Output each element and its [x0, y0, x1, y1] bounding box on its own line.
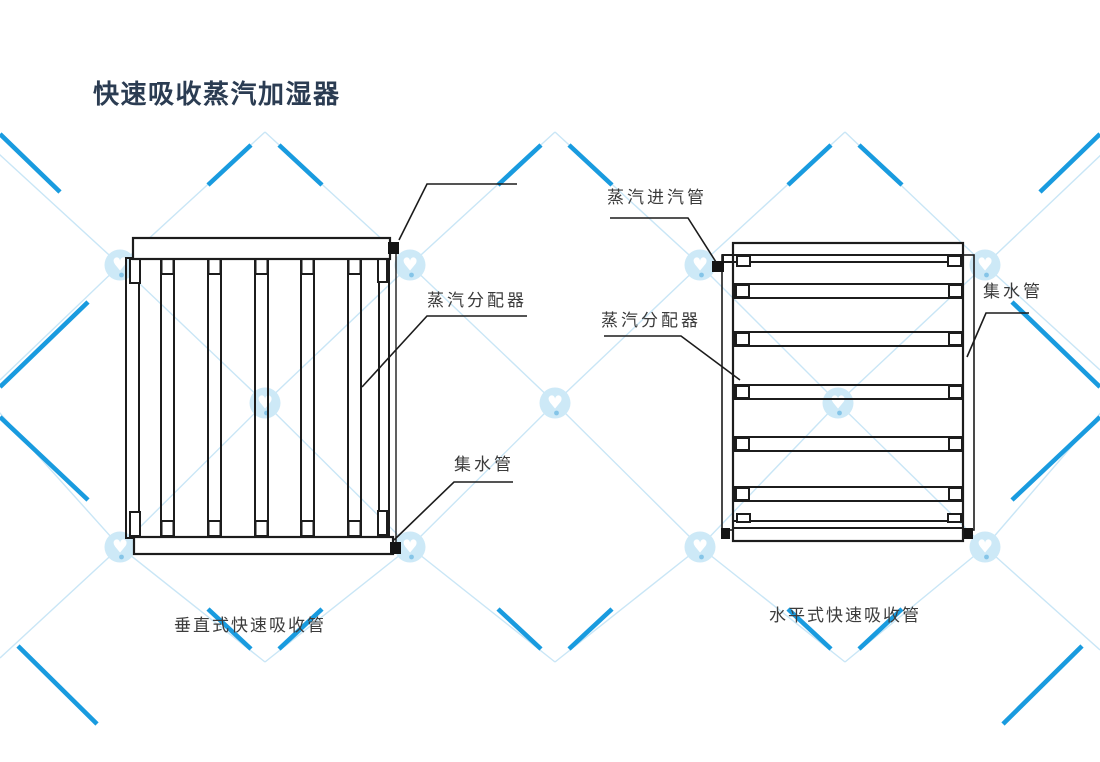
right-collector-pipe: [962, 254, 975, 531]
left-drain-connector: [721, 528, 730, 539]
watermark-logos: [104, 249, 1001, 563]
vertical-absorber-diagram: [125, 183, 527, 556]
steam-inlet-connector: [712, 261, 724, 272]
right-diagram-caption: 水平式快速吸收管: [769, 606, 921, 626]
leader-distributor: [604, 335, 741, 381]
leader-lines: [361, 183, 527, 541]
page-title: 快速吸收蒸汽加湿器: [93, 80, 341, 110]
tube-collars: [735, 255, 963, 523]
right-label-steam-distributor: 蒸汽分配器: [601, 311, 701, 331]
top-steam-header: [131, 236, 392, 261]
tube-collars: [129, 257, 388, 537]
leader-inlet: [610, 217, 717, 263]
leader-lines: [604, 217, 1029, 381]
left-label-water-collector: 集水管: [454, 455, 514, 475]
right-label-water-collector: 集水管: [983, 282, 1043, 302]
horizontal-absorber-diagram: [604, 217, 1029, 543]
right-drain-connector: [964, 528, 973, 539]
leader-distributor: [361, 315, 527, 388]
watermark-pattern: [0, 131, 1100, 726]
bottom-collector-header: [132, 535, 395, 556]
left-diagram-caption: 垂直式快速吸收管: [174, 616, 326, 636]
leader-top-unlabeled: [398, 183, 517, 241]
watermark-accent-lines: [0, 132, 1100, 726]
right-label-steam-inlet: 蒸汽进汽管: [607, 188, 707, 208]
left-label-steam-distributor: 蒸汽分配器: [427, 291, 527, 311]
drain-connector: [390, 542, 401, 554]
leader-collector: [966, 312, 1029, 358]
steam-inlet-connector: [388, 242, 399, 254]
leader-collector: [393, 481, 513, 541]
